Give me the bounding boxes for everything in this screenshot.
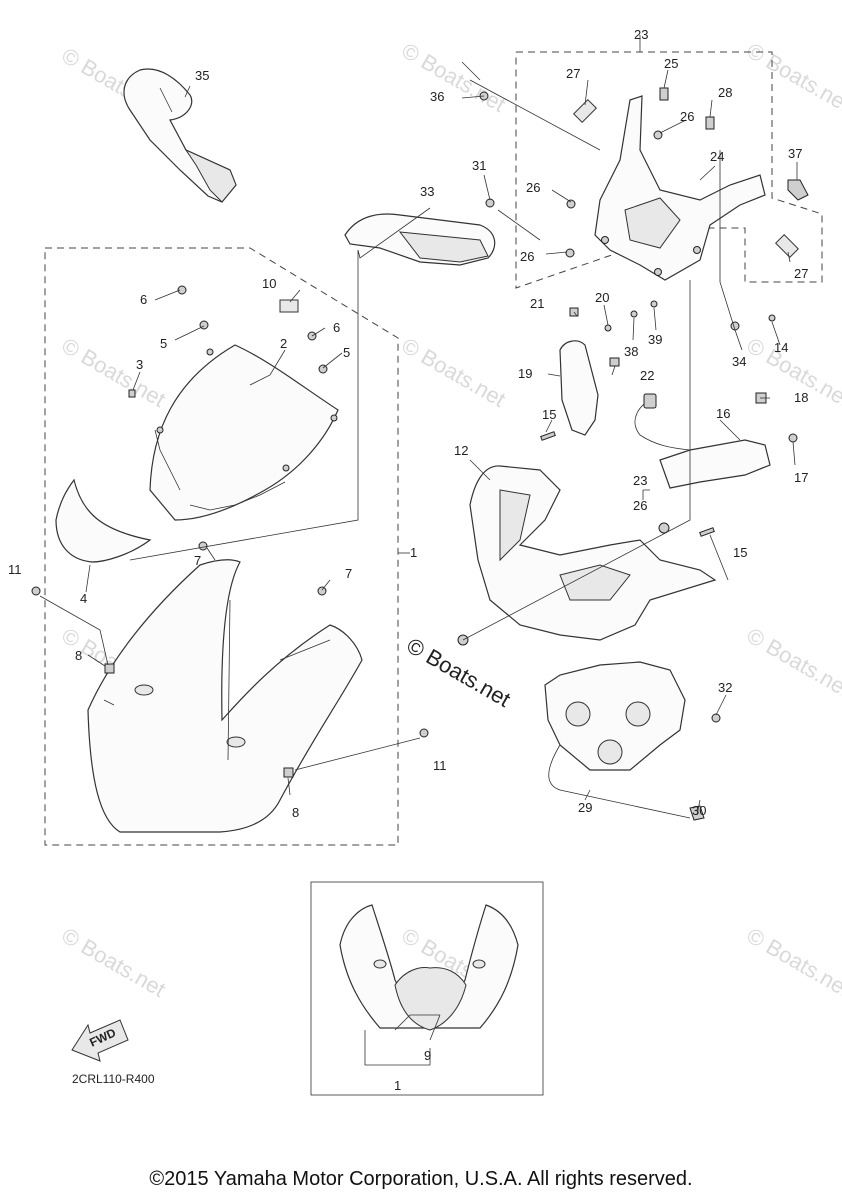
callout-11b: 11 (433, 758, 447, 773)
inset-box (310, 881, 544, 1096)
callout-19: 19 (518, 366, 532, 381)
callout-1a: 1 (410, 545, 417, 560)
callout-5a: 5 (160, 336, 167, 351)
watermark: © Boats.net (743, 38, 842, 117)
callout-3: 3 (136, 357, 143, 372)
bracket-assembly-part (594, 95, 766, 281)
callout-15b: 15 (733, 545, 747, 560)
callout-37: 37 (788, 146, 802, 161)
callout-33: 33 (420, 184, 434, 199)
inset-fairing-part (339, 904, 519, 1031)
watermark: © Boats.net (398, 333, 510, 412)
callout-23a: 23 (634, 27, 648, 42)
callout-39: 39 (648, 332, 662, 347)
watermark: © Boats.net (743, 923, 842, 1002)
callout-34: 34 (732, 354, 746, 369)
callout-26d: 26 (633, 498, 647, 513)
headlight-part (544, 661, 691, 819)
watermark-center: © Boats.net (403, 633, 515, 712)
callout-11a: 11 (8, 562, 22, 577)
cowl-frame-part (469, 465, 717, 641)
callout-5b: 5 (343, 345, 350, 360)
callout-28: 28 (718, 85, 732, 100)
watermark: © Boats.net (398, 38, 510, 117)
callout-labels: 35 33 10 6 6 5 5 2 3 4 1 7 7 11 8 11 8 3… (8, 27, 808, 1093)
callout-4: 4 (80, 591, 87, 606)
callout-32: 32 (718, 680, 732, 695)
callout-26c: 26 (520, 249, 534, 264)
copyright-text: ©2015 Yamaha Motor Corporation, U.S.A. A… (149, 1168, 693, 1190)
callout-20: 20 (595, 290, 609, 305)
callout-22: 22 (640, 368, 654, 383)
bracket-group-box (515, 51, 823, 289)
callout-10: 10 (262, 276, 276, 291)
fairing-group-box (44, 247, 399, 846)
fwd-arrow-icon: FWD (71, 1019, 129, 1062)
callout-31: 31 (472, 158, 486, 173)
callout-18: 18 (794, 390, 808, 405)
inner-trim-part (55, 478, 152, 563)
callout-21: 21 (530, 296, 544, 311)
callout-2: 2 (280, 336, 287, 351)
callout-8a: 8 (75, 648, 82, 663)
callout-35: 35 (195, 68, 209, 83)
callout-30: 30 (692, 803, 706, 818)
callout-7a: 7 (194, 553, 201, 568)
hardware-parts (31, 87, 809, 821)
callout-8b: 8 (292, 805, 299, 820)
callout-38: 38 (624, 344, 638, 359)
callout-24: 24 (710, 149, 724, 164)
watermark: © Boats.net (743, 623, 842, 702)
callout-26a: 26 (680, 109, 694, 124)
callout-29: 29 (578, 800, 592, 815)
callout-27a: 27 (566, 66, 580, 81)
side-cover-part (344, 213, 496, 266)
callout-6a: 6 (140, 292, 147, 307)
turn-signal-right-part (634, 393, 771, 489)
callout-16: 16 (716, 406, 730, 421)
callout-14: 14 (774, 340, 788, 355)
windshield-part (149, 344, 339, 521)
callout-26b: 26 (526, 180, 540, 195)
callout-9: 9 (424, 1048, 431, 1063)
main-fairing-part (87, 559, 363, 833)
callout-25: 25 (664, 56, 678, 71)
watermark: © Boats.net (58, 923, 170, 1002)
leader-lines (39, 35, 798, 1066)
callout-6b: 6 (333, 320, 340, 335)
callout-1b: 1 (394, 1078, 401, 1093)
callout-17: 17 (794, 470, 808, 485)
mirror-part (123, 68, 237, 203)
parts-diagram: © Boats.net © Boats.net © Boats.net © Bo… (8, 27, 842, 1096)
callout-15a: 15 (542, 407, 556, 422)
watermark: © Boats.net (58, 333, 170, 412)
callout-7b: 7 (345, 566, 352, 581)
part-code-label: 2CRL110-R400 (72, 1072, 155, 1086)
callout-36: 36 (430, 89, 444, 104)
callout-12: 12 (454, 443, 468, 458)
callout-23b: 23 (633, 473, 647, 488)
turn-signal-left-part (559, 340, 599, 436)
callout-27b: 27 (794, 266, 808, 281)
